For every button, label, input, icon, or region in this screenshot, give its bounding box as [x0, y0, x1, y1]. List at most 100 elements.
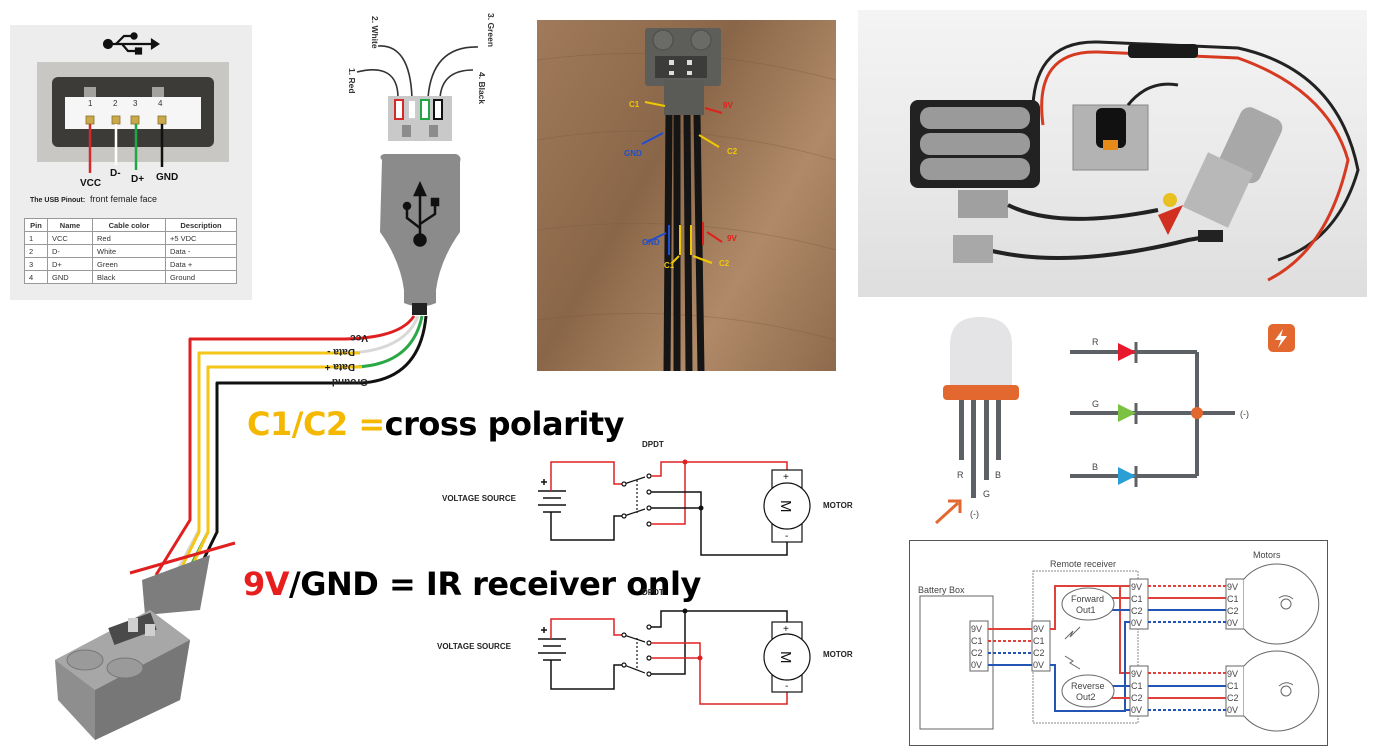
pin-9v: 9V: [971, 624, 982, 634]
dpdt-circuit-forward: DPDT VOLTAGE SOURCE MOTOR M + -: [442, 440, 853, 556]
channel-label-g: G: [1092, 399, 1099, 409]
motor-minus: -: [785, 531, 788, 542]
dpdt-label: DPDT: [642, 588, 664, 597]
pin-c2: C2: [1227, 693, 1239, 703]
label-c1-bottom: C1: [664, 261, 675, 270]
reverse-label: Reverse: [1071, 681, 1105, 691]
pin-label-gnd: GND: [156, 172, 178, 183]
led-leg-label-r: R: [957, 470, 964, 480]
pin-9v: 9V: [1227, 582, 1238, 592]
pinout-caption-bold: The USB Pinout:: [30, 197, 85, 204]
pin-0v: 0V: [1227, 705, 1238, 715]
pin-0v: 0V: [971, 660, 982, 670]
motor-symbol: M + -: [763, 621, 811, 693]
motor-label: MOTOR: [823, 650, 853, 659]
arrow-icon: [934, 499, 962, 525]
headline-c1c2: C1/C2: [247, 405, 348, 443]
usb-trident-icon: [102, 32, 160, 55]
motors-title: Motors: [1253, 550, 1281, 560]
forward-out1-node: [1061, 587, 1115, 621]
motor-plus: +: [783, 472, 789, 483]
pin-c1: C1: [1131, 594, 1143, 604]
voltage-source-label: VOLTAGE SOURCE: [437, 642, 512, 651]
battery-box: [919, 595, 994, 730]
table-row: 2 D- White Data -: [24, 244, 237, 258]
lightning-icon: [1268, 324, 1295, 352]
voltage-source-label: VOLTAGE SOURCE: [442, 494, 517, 503]
pin-0v: 0V: [1033, 660, 1044, 670]
label-c1-top: C1: [629, 100, 640, 109]
label-9v-bottom: 9V: [727, 234, 737, 243]
pin-c2: C2: [1227, 606, 1239, 616]
table-row: 4 GND Black Ground: [24, 270, 237, 284]
headline-cross-polarity: C1/C2 =cross polarity: [247, 405, 624, 443]
dpdt-circuit-reverse: DPDT VOLTAGE SOURCE MOTOR M + -: [437, 588, 853, 705]
pin-9v: 9V: [1131, 582, 1142, 592]
battery-box-title: Battery Box: [918, 585, 965, 595]
pin-label-vcc: VCC: [80, 178, 101, 189]
dpdt-label: DPDT: [642, 440, 664, 449]
battery-symbol: [538, 627, 566, 661]
led-leg-label-b: B: [995, 470, 1001, 480]
junction-dot: [1191, 407, 1203, 419]
headline-cross-polarity-text: cross polarity: [384, 405, 625, 443]
channel-label-b: B: [1092, 462, 1098, 472]
pin-0v: 0V: [1131, 618, 1142, 628]
pin-label-dplus: D+: [131, 174, 144, 185]
dpdt-switch: [621, 473, 652, 527]
remote-receiver-diagram: Battery Box Remote receiver Motors 9V C1…: [909, 540, 1328, 746]
motor-m: M: [777, 500, 794, 513]
motor-m: M: [777, 651, 794, 664]
pin-c1: C1: [1131, 681, 1143, 691]
lego-power-functions-plug: [55, 610, 190, 740]
wire-label-white: 2. White: [370, 16, 380, 49]
out2-label: Out2: [1076, 692, 1096, 702]
out1-label: Out1: [1076, 605, 1096, 615]
ir-signal-icon: [1064, 626, 1081, 640]
lego-connector-photo: C1 9V GND C2 GND 9V C1 C2: [537, 20, 836, 371]
cable-label-data-minus: Data -: [327, 346, 355, 357]
cable-label-ground: Ground: [332, 376, 368, 387]
table-row: 1 VCC Red +5 VDC: [24, 231, 237, 245]
usb-trident-icon: [402, 180, 440, 247]
output-label: (-): [1240, 409, 1249, 419]
diode-blue-icon: [1118, 467, 1136, 485]
label-c2-top: C2: [727, 147, 738, 156]
label-9v-top: 9V: [723, 101, 733, 110]
pin-9v: 9V: [1227, 669, 1238, 679]
pin-number: 2: [113, 99, 118, 108]
battery-symbol: [538, 479, 566, 513]
pin-number: 4: [158, 99, 163, 108]
wire-label-black: 4. Black: [477, 72, 487, 104]
rgb-led-component: R G B (-): [934, 317, 1019, 525]
wire-label-red: 1. Red: [347, 68, 357, 94]
usb-pinout-table: Pin Name Cable color Description 1 VCC R…: [24, 218, 237, 284]
pin-number: 1: [88, 99, 93, 108]
ir-signal-icon: [1064, 655, 1081, 670]
remote-receiver-title: Remote receiver: [1050, 559, 1116, 569]
label-c2-bottom: C2: [719, 259, 730, 268]
channel-label-r: R: [1092, 337, 1099, 347]
reverse-out2-node: [1061, 674, 1115, 708]
pin-c2: C2: [1131, 693, 1143, 703]
diode-red-icon: [1118, 343, 1136, 361]
cross-out-mark: [129, 541, 236, 575]
motor-symbol: M + -: [763, 469, 811, 543]
headline-ir-receiver-text: /GND = IR receiver only: [289, 565, 701, 603]
pin-9v: 9V: [1033, 624, 1044, 634]
headline-equals: =: [347, 405, 385, 443]
pin-c1: C1: [1227, 681, 1239, 691]
pin-number: 3: [133, 99, 138, 108]
rgb-led-diagram: R G B (-) R G B (-): [934, 317, 1295, 525]
pin-9v: 9V: [1131, 669, 1142, 679]
usb-to-lego-cable-diagram: 1. Red 2. White 3. Green 4. Black Vcc: [55, 13, 496, 740]
headline-ir-receiver: 9V/GND = IR receiver only: [243, 565, 701, 603]
label-gnd-bottom: GND: [642, 238, 660, 247]
motor-label: MOTOR: [823, 501, 853, 510]
rotation-cw-icon: [1278, 595, 1294, 610]
table-cell: Ground: [165, 270, 237, 284]
led-leg-label-g: G: [983, 489, 990, 499]
usb-pinout-panel: 1 2 3 4 VCC D- D+ GND The USB Pinout: fr…: [10, 25, 252, 300]
pin-c1: C1: [1033, 636, 1045, 646]
motor-plus: +: [783, 624, 789, 635]
